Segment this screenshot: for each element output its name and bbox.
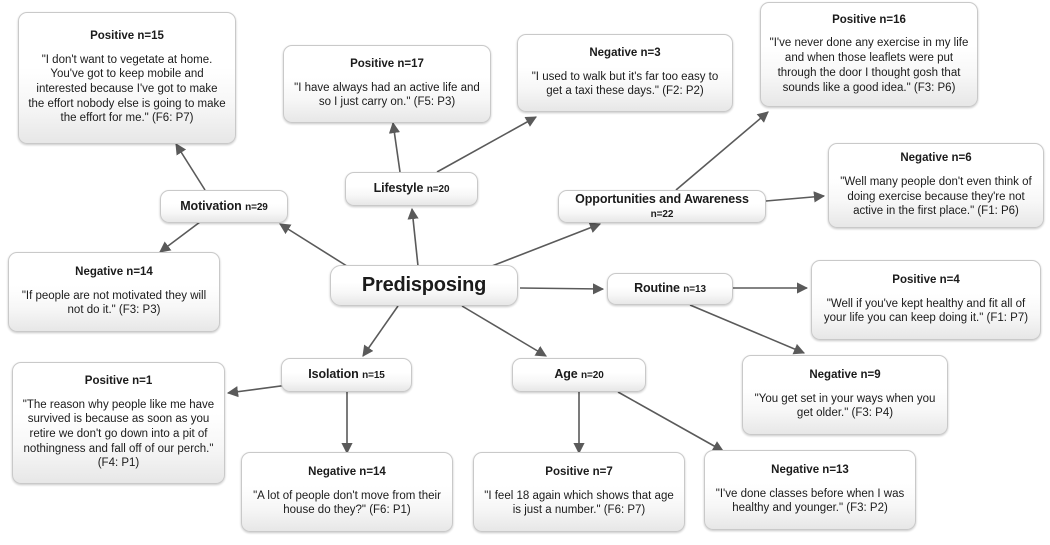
node-quote-opportunities-positive[interactable]: Positive n=16 "I've never done any exerc… bbox=[760, 2, 978, 107]
node-quote-age-negative[interactable]: Negative n=13 "I've done classes before … bbox=[704, 450, 916, 530]
theme-count: n=15 bbox=[362, 370, 385, 382]
quote-text: "I've never done any exercise in my life… bbox=[769, 37, 969, 94]
quote-text: "I feel 18 again which shows that age is… bbox=[484, 489, 674, 517]
edge-motivation-negative bbox=[159, 221, 201, 253]
quote-header: Positive n=1 bbox=[84, 374, 153, 387]
quote-header: Negative n=9 bbox=[809, 368, 881, 381]
edge-predisposing-routine bbox=[519, 283, 605, 295]
edge-predisposing-age bbox=[461, 305, 547, 357]
quote-text: "I don't want to vegetate at home. You'v… bbox=[28, 53, 226, 125]
node-quote-isolation-positive[interactable]: Positive n=1 "The reason why people like… bbox=[12, 362, 225, 484]
theme-count: n=29 bbox=[245, 201, 268, 213]
theme-name: Isolation bbox=[308, 367, 359, 382]
theme-name: Lifestyle bbox=[373, 181, 424, 196]
node-quote-lifestyle-positive[interactable]: Positive n=17 "I have always had an acti… bbox=[283, 45, 491, 123]
node-predisposing[interactable]: Predisposing bbox=[330, 265, 518, 306]
node-quote-lifestyle-negative[interactable]: Negative n=3 "I used to walk but it's fa… bbox=[517, 34, 733, 112]
theme-name: Age bbox=[554, 367, 578, 382]
quote-text: "Well many people don't even think of do… bbox=[840, 175, 1032, 218]
node-quote-age-positive[interactable]: Positive n=7 "I feel 18 again which show… bbox=[473, 452, 685, 532]
quote-header: Positive n=16 bbox=[832, 13, 906, 26]
quote-text: "A lot of people don't move from their h… bbox=[253, 489, 441, 517]
theme-name: Routine bbox=[634, 281, 680, 296]
edge-routine-negative bbox=[689, 304, 806, 355]
quote-header: Positive n=7 bbox=[545, 465, 613, 478]
quote-header: Positive n=4 bbox=[892, 273, 960, 286]
theme-name: Opportunities and Awareness bbox=[575, 191, 749, 206]
node-predisposing-label: Predisposing bbox=[361, 274, 487, 296]
node-routine[interactable]: Routine n=13 bbox=[607, 273, 733, 305]
quote-text: "Well if you've kept healthy and fit all… bbox=[823, 297, 1029, 325]
edge-predisposing-isolation bbox=[362, 305, 399, 357]
quote-header: Positive n=17 bbox=[350, 57, 424, 70]
quote-header: Negative n=6 bbox=[900, 152, 972, 165]
node-routine-label: Routine n=13 bbox=[634, 281, 706, 296]
quote-text: "You get set in your ways when you get o… bbox=[754, 392, 936, 420]
node-quote-motivation-positive[interactable]: Positive n=15 "I don't want to vegetate … bbox=[18, 12, 236, 144]
quote-header: Negative n=13 bbox=[771, 463, 849, 476]
quote-header: Negative n=14 bbox=[75, 265, 153, 278]
theme-count: n=22 bbox=[650, 208, 674, 220]
node-opportunities-and-awareness[interactable]: Opportunities and Awareness n=22 bbox=[558, 190, 766, 223]
quote-text: "I've done classes before when I was hea… bbox=[715, 487, 905, 515]
node-quote-opportunities-negative[interactable]: Negative n=6 "Well many people don't eve… bbox=[828, 143, 1044, 228]
node-quote-routine-negative[interactable]: Negative n=9 "You get set in your ways w… bbox=[742, 355, 948, 435]
node-lifestyle-label: Lifestyle n=20 bbox=[373, 181, 450, 196]
edge-opportunities-negative bbox=[765, 191, 826, 203]
edge-age-negative bbox=[617, 391, 724, 452]
theme-count: n=13 bbox=[683, 284, 706, 296]
node-age[interactable]: Age n=20 bbox=[512, 358, 646, 392]
node-quote-routine-positive[interactable]: Positive n=4 "Well if you've kept health… bbox=[811, 260, 1041, 340]
theme-count: n=20 bbox=[426, 184, 450, 196]
theme-count: n=20 bbox=[581, 370, 604, 382]
edge-motivation-positive bbox=[175, 143, 206, 191]
edge-opportunities-positive bbox=[675, 111, 769, 191]
edge-predisposing-lifestyle bbox=[407, 207, 419, 267]
node-isolation-label: Isolation n=15 bbox=[308, 367, 385, 382]
node-quote-isolation-negative[interactable]: Negative n=14 "A lot of people don't mov… bbox=[241, 452, 453, 532]
node-lifestyle[interactable]: Lifestyle n=20 bbox=[345, 172, 478, 206]
theme-name: Motivation bbox=[180, 198, 242, 213]
quote-header: Negative n=3 bbox=[589, 46, 661, 59]
edge-lifestyle-negative bbox=[436, 116, 537, 173]
node-motivation-label: Motivation n=29 bbox=[180, 198, 268, 214]
edge-predisposing-motivation bbox=[279, 223, 351, 269]
edge-predisposing-opportunities bbox=[491, 222, 602, 267]
edge-lifestyle-positive bbox=[388, 121, 401, 173]
node-age-label: Age n=20 bbox=[554, 367, 604, 382]
node-opportunities-label: Opportunities and Awareness n=22 bbox=[567, 191, 757, 221]
quote-header: Negative n=14 bbox=[308, 465, 386, 478]
quote-text: "I have always had an active life and so… bbox=[294, 81, 480, 109]
quote-text: "I used to walk but it's far too easy to… bbox=[531, 70, 719, 98]
quote-text: "The reason why people like me have surv… bbox=[22, 398, 215, 470]
quote-text: "If people are not motivated they will n… bbox=[21, 289, 207, 317]
quote-header: Positive n=15 bbox=[90, 29, 164, 42]
node-quote-motivation-negative[interactable]: Negative n=14 "If people are not motivat… bbox=[8, 252, 220, 332]
node-motivation[interactable]: Motivation n=29 bbox=[160, 190, 288, 223]
node-isolation[interactable]: Isolation n=15 bbox=[281, 358, 412, 392]
